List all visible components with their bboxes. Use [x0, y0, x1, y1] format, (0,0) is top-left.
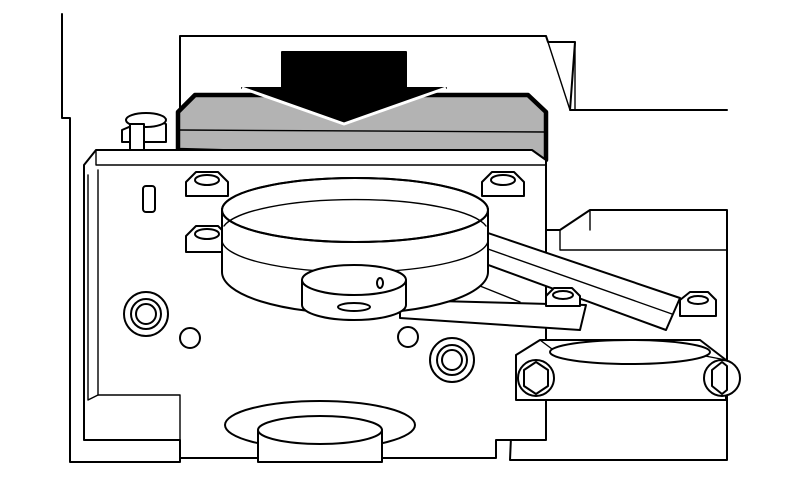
bottom-boss: [224, 400, 416, 463]
small-hole-right: [397, 326, 419, 348]
right-housing-lines: [559, 209, 728, 251]
round-boss-right: [429, 337, 475, 383]
hex-nut-right: [703, 359, 741, 397]
pulley: [221, 177, 489, 315]
pulley-hub: [301, 264, 407, 321]
hex-socket-screw-icon: [185, 171, 229, 197]
small-slot: [142, 185, 156, 213]
hex-nut-left: [517, 359, 555, 397]
hex-socket-screw-icon: [545, 287, 581, 307]
round-boss-left: [123, 291, 169, 337]
hex-socket-screw-icon: [481, 171, 525, 197]
hex-socket-screw-icon: [185, 225, 229, 253]
right-clamp: [515, 339, 727, 401]
down-arrow-icon: [241, 51, 447, 126]
hex-socket-screw-icon: [679, 291, 717, 317]
small-hole-left: [179, 327, 201, 349]
